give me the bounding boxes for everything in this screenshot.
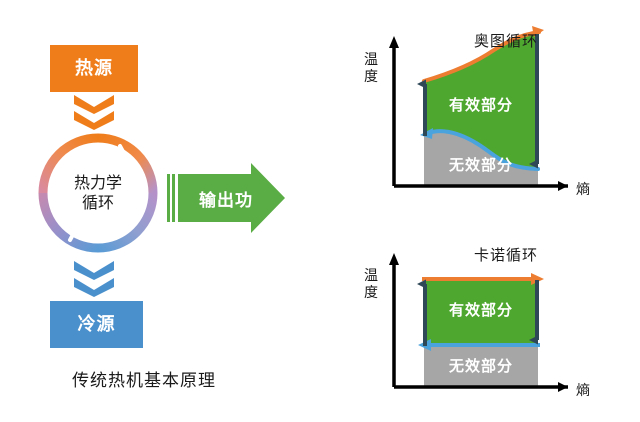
otto-useful-region: [424, 32, 538, 169]
otto-waste-label: 无效部分: [448, 156, 513, 174]
cycle-ring-label: 热力学 循环: [34, 129, 162, 257]
carnot-waste-label: 无效部分: [448, 357, 513, 375]
otto-chart-title: 奥图循环: [473, 32, 538, 50]
cold-flow-chevron-2-icon: [72, 277, 116, 297]
otto-y-axis-label: 温度: [364, 52, 378, 85]
otto-waste-region: [424, 131, 538, 186]
cold-flow-chevron-1-icon: [72, 260, 116, 280]
otto-x-axis-arrowhead: [558, 181, 568, 191]
output-work-label-wrap: 输出功: [167, 163, 271, 233]
hot-flow-chevron-1-icon: [72, 94, 116, 114]
cycle-label-line-1: 热力学: [73, 172, 122, 192]
otto-x-axis-label: 熵: [576, 182, 590, 198]
otto-top-curve: [422, 30, 541, 83]
left-panel-caption: 传统热机基本原理: [72, 371, 216, 391]
cold-source-label: 冷源: [77, 313, 116, 335]
otto-y-axis-arrowhead: [389, 36, 399, 48]
chart-carnot-cycle: 卡诺循环 温度 熵 有效部分 无效部分: [336, 222, 636, 422]
carnot-x-axis-arrowhead: [558, 382, 568, 392]
carnot-useful-region: [424, 280, 538, 345]
otto-useful-label: 有效部分: [448, 96, 513, 114]
carnot-x-axis-label: 熵: [576, 383, 590, 399]
output-work-arrow: [167, 163, 285, 233]
hot-source-box: 热源: [50, 45, 138, 92]
thermodynamic-cycle-ring: [34, 129, 162, 257]
hot-source-label: 热源: [75, 57, 113, 79]
hot-flow-chevron-2-icon: [72, 110, 116, 130]
carnot-useful-label: 有效部分: [448, 301, 513, 319]
output-work-label: 输出功: [199, 190, 253, 211]
carnot-y-axis-arrowhead: [389, 253, 399, 265]
otto-bottom-curve: [426, 129, 540, 171]
carnot-chart-title: 卡诺循环: [473, 246, 538, 264]
cycle-label-line-2: 循环: [81, 193, 114, 212]
carnot-top-arrowhead: [531, 273, 544, 285]
cold-source-box: 冷源: [50, 301, 143, 348]
carnot-waste-region: [424, 345, 538, 387]
chart-otto-cycle: 奥图循环 温度 熵 有效部分 无效部分: [336, 8, 636, 208]
carnot-y-axis-label: 温度: [364, 268, 378, 301]
